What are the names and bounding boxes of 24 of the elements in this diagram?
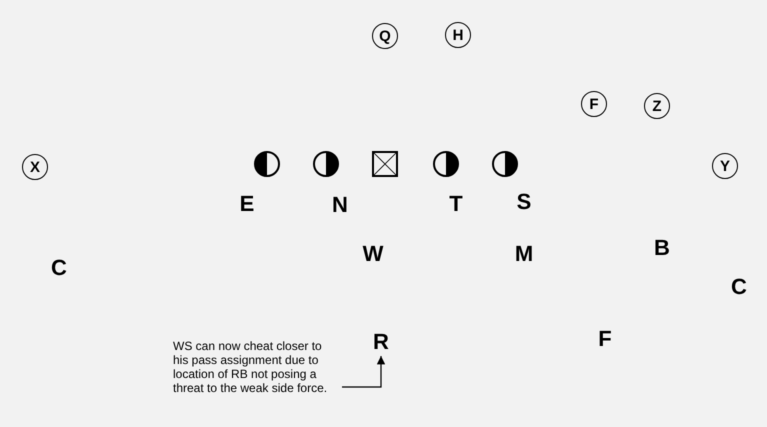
defense-player-letter: S — [516, 189, 532, 215]
defense-player-letter: W — [362, 241, 384, 267]
arrow — [342, 356, 386, 388]
center-symbol — [372, 151, 398, 177]
defense-player-letter: F — [598, 326, 612, 352]
offense-player-marker: Q — [372, 23, 398, 49]
note-text: WS can now cheat closer to his pass assignment due to location of RB not posing a threat to the weak side force. — [173, 339, 339, 411]
lineman-symbol — [433, 151, 459, 177]
defense-player-letter: T — [449, 191, 463, 217]
defense-player-letter: C — [51, 255, 67, 281]
offense-player-marker: Y — [712, 153, 738, 179]
lineman-symbol — [313, 151, 339, 177]
offense-player-marker: H — [445, 22, 471, 48]
defense-player-letter: M — [514, 241, 534, 267]
lineman-symbol — [492, 151, 518, 177]
defense-player-letter: R — [371, 330, 391, 354]
offense-player-marker: F — [581, 91, 607, 117]
defense-player-letter: C — [731, 274, 747, 300]
lineman-symbol — [254, 151, 280, 177]
defense-player-letter: N — [332, 192, 348, 218]
offense-player-marker: Z — [644, 93, 670, 119]
defense-player-letter: E — [240, 191, 254, 217]
offense-player-marker: X — [22, 154, 48, 180]
defense-player-letter: B — [654, 235, 670, 261]
